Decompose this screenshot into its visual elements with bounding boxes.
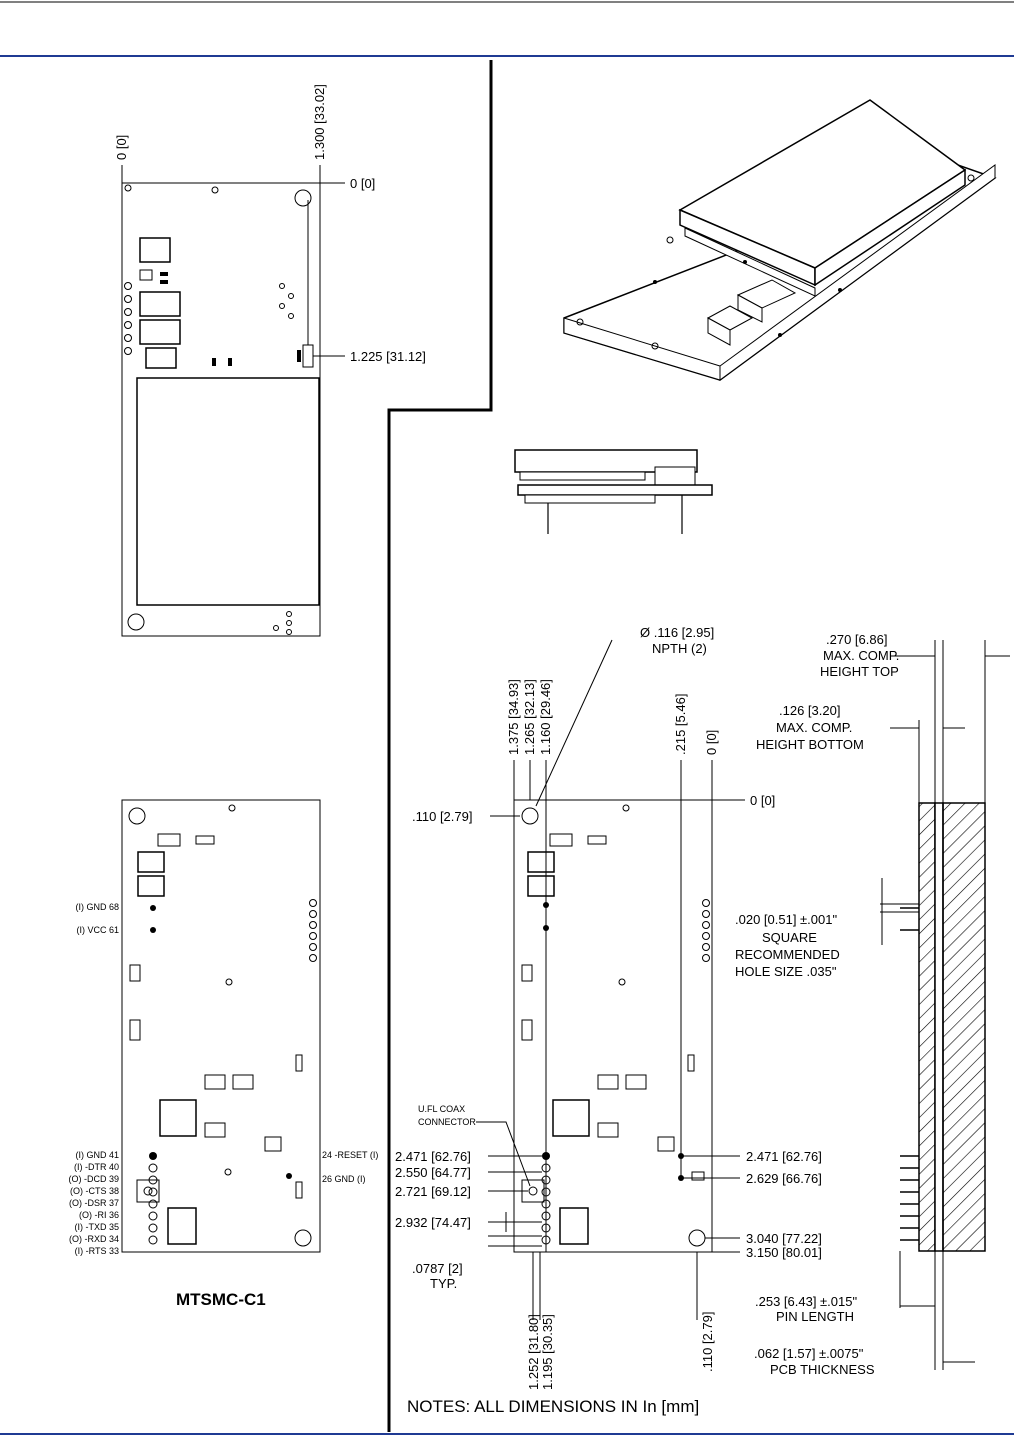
bottom-height-value: .126 [3.20]	[779, 703, 840, 718]
pcb-thickness-value: .062 [1.57] ±.0075"	[754, 1346, 864, 1361]
square-recommended: RECOMMENDED	[735, 947, 840, 962]
pin-labels-left: (I) GND 68 (I) VCC 61 (I) GND 41 (I) -DTR 4…	[68, 902, 119, 1256]
top-height-label1: MAX. COMP.	[823, 648, 899, 663]
pin-label: (O) -DCD 39	[68, 1174, 119, 1184]
top-x-zero: 0 [0]	[114, 135, 129, 160]
col-1375: 1.375 [34.93]	[506, 679, 521, 755]
pinout-title: MTSMC-C1	[176, 1290, 266, 1309]
mounting-hole	[127, 613, 145, 631]
pin-label: (I) -RTS 33	[75, 1246, 119, 1256]
pin-label: (I) GND 68	[75, 902, 119, 912]
mounting-hole	[294, 189, 312, 207]
top-view: 0 [0] 1.300 [33.02] 0 [0] 1.225 [31.12]	[114, 84, 426, 637]
dimension-view: Ø .116 [2.95] NPTH (2) 1.375 [34.93] 1.2…	[395, 625, 822, 1390]
col-zero: 0 [0]	[704, 730, 719, 755]
pitch-value: .0787 [2]	[412, 1261, 463, 1276]
right-dim-4: 3.150 [80.01]	[746, 1245, 822, 1260]
pin-label: (O) -CTS 38	[70, 1186, 119, 1196]
ufl-label-1: U.FL COAX	[418, 1104, 465, 1114]
pin-length-value: .253 [6.43] ±.015"	[755, 1294, 857, 1309]
right-dim-1: 2.471 [62.76]	[746, 1149, 822, 1164]
pin-label: 26 GND (I)	[322, 1174, 366, 1184]
pin-label: (I) -TXD 35	[74, 1222, 119, 1232]
left-dim-3: 2.721 [69.12]	[395, 1184, 471, 1199]
col-110: .110 [2.79]	[700, 1312, 715, 1372]
row-zero: 0 [0]	[750, 793, 775, 808]
col-1195: 1.195 [30.35]	[540, 1314, 555, 1390]
pin-label: (O) -RXD 34	[69, 1234, 119, 1244]
pin-label: 24 -RESET (I)	[322, 1150, 378, 1160]
square-value: .020 [0.51] ±.001"	[735, 912, 837, 927]
pin-label: (O) -DSR 37	[69, 1198, 119, 1208]
pin-label: (I) -DTR 40	[74, 1162, 119, 1172]
top-y-conn: 1.225 [31.12]	[350, 349, 426, 364]
pin-label: (I) GND 41	[75, 1150, 119, 1160]
side-section-view: .270 [6.86] MAX. COMP. HEIGHT TOP .126 […	[735, 632, 1010, 1377]
isometric-view	[563, 99, 997, 381]
left-dim-2: 2.550 [64.77]	[395, 1165, 471, 1180]
pin-label: (I) VCC 61	[76, 925, 119, 935]
col-215: .215 [5.46]	[673, 694, 688, 755]
pin-length-label: PIN LENGTH	[776, 1309, 854, 1324]
top-view-shield	[136, 377, 320, 606]
top-y-zero: 0 [0]	[350, 176, 375, 191]
npth-diameter: Ø .116 [2.95]	[640, 625, 714, 640]
hole-offset: .110 [2.79]	[412, 809, 472, 824]
square-hole-size: HOLE SIZE .035"	[735, 964, 837, 979]
col-1160: 1.160 [29.46]	[538, 679, 553, 755]
pin-label: (O) -RI 36	[79, 1210, 119, 1220]
pitch-typ: TYP.	[430, 1276, 457, 1291]
npth-count: NPTH (2)	[652, 641, 707, 656]
pinout-view: (I) GND 68 (I) VCC 61 (I) GND 41 (I) -DTR 4…	[68, 799, 378, 1309]
ufl-label-2: CONNECTOR	[418, 1117, 476, 1127]
bottom-height-label2: HEIGHT BOTTOM	[756, 737, 864, 752]
notes: NOTES: ALL DIMENSIONS IN In [mm]	[407, 1397, 699, 1416]
top-height-label2: HEIGHT TOP	[820, 664, 899, 679]
col-1265: 1.265 [32.13]	[522, 679, 537, 755]
right-dim-3: 3.040 [77.22]	[746, 1231, 822, 1246]
panel-divider	[387, 60, 493, 1432]
right-dim-2: 2.629 [66.76]	[746, 1171, 822, 1186]
top-height-value: .270 [6.86]	[826, 632, 887, 647]
top-x-max: 1.300 [33.02]	[312, 84, 327, 160]
left-dim-4: 2.932 [74.47]	[395, 1215, 471, 1230]
pin-labels-right: 24 -RESET (I) 26 GND (I)	[322, 1150, 378, 1184]
square-label: SQUARE	[762, 930, 817, 945]
left-dim-1: 2.471 [62.76]	[395, 1149, 471, 1164]
pcb-thickness-label: PCB THICKNESS	[770, 1362, 875, 1377]
bottom-height-label1: MAX. COMP.	[776, 720, 852, 735]
col-1252: 1.252 [31.80]	[526, 1314, 541, 1390]
side-view-small	[514, 449, 713, 534]
